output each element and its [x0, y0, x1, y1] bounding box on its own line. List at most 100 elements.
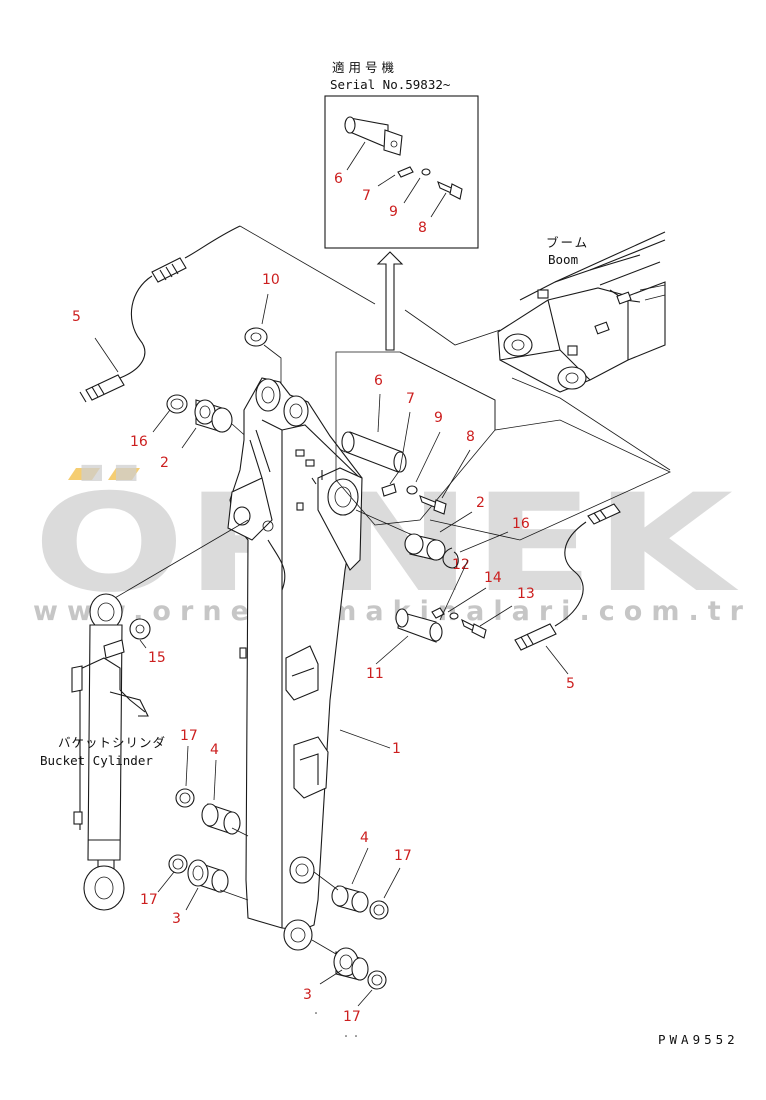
- hose-5-right: [514, 503, 621, 651]
- leader: [185, 887, 199, 911]
- leader: [185, 745, 189, 787]
- callout-5-right: 5: [566, 676, 575, 692]
- leader: [545, 645, 569, 675]
- leader: [439, 511, 473, 533]
- leader: [377, 393, 381, 433]
- callout-3-a: 3: [172, 911, 181, 927]
- leader: [447, 587, 487, 613]
- watermark-accent: [108, 468, 140, 480]
- leader: [139, 639, 147, 649]
- leader: [152, 409, 171, 433]
- callout-13: 13: [517, 586, 535, 602]
- leader: [459, 531, 509, 553]
- detail-washer-9: [421, 168, 431, 176]
- callout-7-main: 7: [406, 391, 415, 407]
- pin-detail-frame: [335, 351, 496, 526]
- seal-17-a: [175, 788, 195, 808]
- leader: [415, 431, 441, 483]
- callout-7-detail: 7: [362, 188, 371, 204]
- bushing-4-b: [331, 885, 369, 913]
- callout-16-right: 16: [512, 516, 530, 532]
- leader: [389, 411, 411, 485]
- callout-17-b: 17: [140, 892, 158, 908]
- detail-arrow: [376, 251, 404, 351]
- bushing-2-right: [404, 533, 446, 561]
- callout-17-c: 17: [394, 848, 412, 864]
- washer-9: [406, 485, 418, 495]
- ref-line: [404, 309, 501, 346]
- detail-box: [324, 95, 479, 249]
- ring-14: [431, 607, 445, 619]
- callout-3-b: 3: [303, 987, 312, 1003]
- washer-10: [244, 327, 268, 347]
- seal-17-d: [367, 970, 387, 990]
- hose-5-top: [79, 225, 241, 403]
- detail-plate-7: [397, 166, 414, 178]
- washer-13: [449, 612, 459, 620]
- callout-10: 10: [262, 272, 280, 288]
- leader: [383, 867, 401, 899]
- callout-5-top: 5: [72, 309, 81, 325]
- ref-line: [355, 509, 411, 535]
- seal-17-b: [168, 854, 188, 874]
- callout-12: 12: [452, 557, 470, 573]
- boom-part: [497, 231, 666, 393]
- leader: [261, 293, 269, 325]
- bushing-3-a: [187, 859, 229, 893]
- callout-17-a: 17: [180, 728, 198, 744]
- leader: [181, 427, 197, 449]
- leader: [157, 871, 175, 893]
- serial-title-jp: 適用号機: [332, 60, 398, 75]
- detail-bolt-8: [437, 180, 463, 200]
- callout-2-left: 2: [160, 455, 169, 471]
- ref-line: [219, 889, 249, 901]
- seal-16-left: [166, 394, 188, 414]
- leader: [357, 989, 373, 1007]
- pin-11: [395, 608, 443, 643]
- bucket-cylinder: [71, 593, 149, 911]
- ring-16-right: [442, 547, 459, 569]
- leader: [319, 969, 343, 985]
- callout-6-main: 6: [374, 373, 383, 389]
- washer-15: [129, 618, 151, 640]
- callout-6-detail: 6: [334, 171, 343, 187]
- leader: [213, 759, 217, 801]
- bushing-3-b: [333, 947, 369, 981]
- callout-4-b: 4: [360, 830, 369, 846]
- bushing-2-left: [194, 399, 233, 433]
- callout-9-detail: 9: [389, 204, 398, 220]
- ref-line: [107, 519, 249, 603]
- leader: [441, 449, 471, 499]
- bucket-cylinder-label-en: Bucket Cylinder: [40, 753, 153, 768]
- bushing-4-a: [201, 803, 241, 835]
- bolt-13: [461, 618, 487, 639]
- ref-line: [313, 871, 339, 891]
- seal-17-c: [369, 900, 389, 920]
- bolt-8: [419, 495, 447, 515]
- serial-title-en: Serial No.59832~: [330, 77, 450, 92]
- callout-9-main: 9: [434, 410, 443, 426]
- bucket-cylinder-label-jp: バケットシリンダ: [58, 735, 166, 750]
- callout-8-main: 8: [466, 429, 475, 445]
- ref-line: [231, 827, 249, 837]
- callout-11: 11: [366, 666, 384, 682]
- leader: [351, 847, 369, 885]
- plate-7: [381, 483, 397, 497]
- boom-label-en: Boom: [548, 252, 578, 267]
- detail-pin-6: [344, 116, 403, 156]
- ref-line: [239, 225, 376, 305]
- drawing-code: PWA9552: [658, 1032, 739, 1047]
- callout-8-detail: 8: [418, 220, 427, 236]
- boom-label-jp: ブーム: [546, 235, 589, 250]
- arm-part-1: [227, 377, 363, 951]
- leader: [439, 559, 469, 621]
- pin-6: [341, 431, 407, 473]
- callout-14: 14: [484, 570, 502, 586]
- callout-2-right: 2: [476, 495, 485, 511]
- leader: [94, 337, 119, 373]
- leader: [375, 635, 409, 665]
- callout-1: 1: [392, 741, 401, 757]
- callout-4-a: 4: [210, 742, 219, 758]
